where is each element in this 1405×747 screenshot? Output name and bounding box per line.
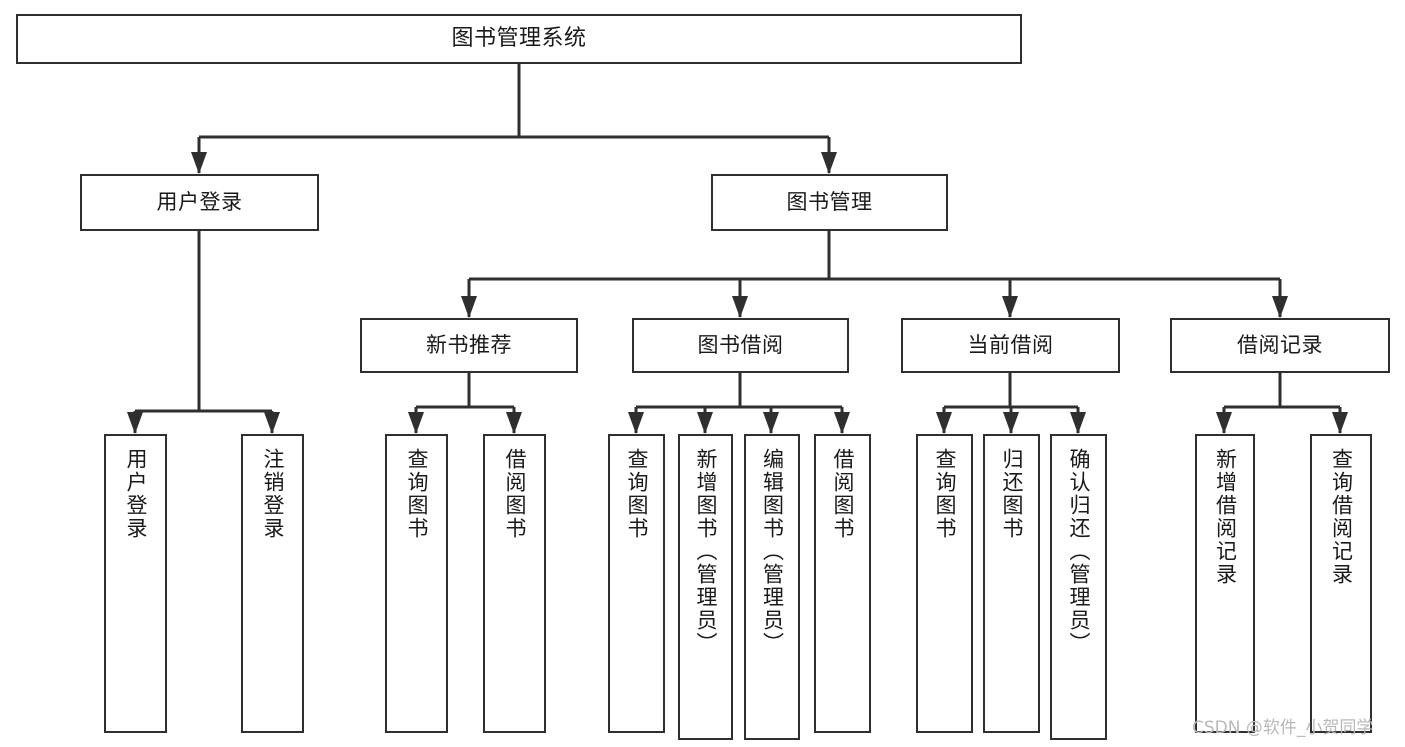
connector-user-login-arrowhead-1 (264, 412, 280, 434)
node-leaf-borrow-book-label: 借阅图书 (831, 448, 855, 540)
connector-book-manage-arrowhead-0 (461, 296, 477, 318)
node-leaf-borrow-book-recommend-label: 借阅图书 (503, 448, 527, 540)
connector-book-manage-arrowhead-1 (732, 296, 748, 318)
node-leaf-query-book-borrow-label: 查询图书 (625, 448, 649, 540)
node-leaf-query-book-current[interactable]: 查询图书 (916, 434, 973, 733)
node-leaf-logout[interactable]: 注销登录 (241, 434, 304, 733)
connector-current-borrow-arrowhead-2 (1070, 412, 1086, 434)
node-borrow-record[interactable]: 借阅记录 (1170, 318, 1390, 373)
node-current-borrow[interactable]: 当前借阅 (901, 318, 1120, 373)
node-leaf-logout-label: 注销登录 (261, 448, 285, 540)
node-leaf-query-borrow-record[interactable]: 查询借阅记录 (1310, 434, 1372, 733)
node-leaf-add-borrow-record[interactable]: 新增借阅记录 (1195, 434, 1255, 733)
node-leaf-add-borrow-record-label: 新增借阅记录 (1213, 448, 1238, 586)
node-leaf-query-book-current-label: 查询图书 (933, 448, 957, 540)
connector-new-book-recommend-arrowhead-1 (506, 412, 522, 434)
connector-borrow-record-arrowhead-0 (1216, 412, 1232, 434)
node-book-manage[interactable]: 图书管理 (711, 174, 948, 231)
connector-book-manage-arrowhead-3 (1272, 296, 1288, 318)
node-book-borrow-label: 图书借阅 (697, 332, 784, 357)
node-new-book-recommend[interactable]: 新书推荐 (360, 318, 578, 373)
connector-book-borrow-arrowhead-2 (763, 412, 779, 434)
node-leaf-edit-book-admin[interactable]: 编辑图书（管理员） (744, 434, 800, 740)
node-leaf-borrow-book[interactable]: 借阅图书 (814, 434, 871, 733)
connector-book-borrow-arrowhead-3 (834, 412, 850, 434)
node-leaf-add-book-admin[interactable]: 新增图书（管理员） (678, 434, 733, 740)
node-leaf-query-book-recommend[interactable]: 查询图书 (385, 434, 448, 733)
node-leaf-borrow-book-recommend[interactable]: 借阅图书 (483, 434, 546, 733)
node-new-book-recommend-label: 新书推荐 (426, 332, 512, 357)
connector-book-borrow-arrowhead-0 (628, 412, 644, 434)
node-current-borrow-label: 当前借阅 (967, 332, 1054, 357)
node-leaf-return-book[interactable]: 归还图书 (983, 434, 1040, 733)
node-leaf-confirm-return-admin[interactable]: 确认归还（管理员） (1050, 434, 1107, 740)
connector-user-login-arrowhead-0 (127, 412, 143, 434)
connector-new-book-recommend-arrowhead-0 (408, 412, 424, 434)
node-leaf-user-login[interactable]: 用户登录 (104, 434, 167, 733)
csdn-watermark: CSDN @软件_小贺同学 (1192, 718, 1374, 738)
connector-book-manage-arrowhead-2 (1002, 296, 1018, 318)
connector-root-arrowhead-0 (191, 152, 207, 174)
node-leaf-query-borrow-record-label: 查询借阅记录 (1329, 448, 1354, 586)
node-leaf-return-book-label: 归还图书 (1000, 448, 1024, 540)
connector-borrow-record-arrowhead-1 (1332, 412, 1348, 434)
node-leaf-edit-book-admin-label: 编辑图书（管理员） (760, 448, 785, 655)
connector-book-borrow-arrowhead-1 (697, 412, 713, 434)
connector-current-borrow-arrowhead-1 (1003, 412, 1019, 434)
node-leaf-confirm-return-admin-label: 确认归还（管理员） (1067, 448, 1091, 655)
node-root[interactable]: 图书管理系统 (16, 14, 1022, 64)
node-user-login-label: 用户登录 (156, 189, 243, 214)
node-book-borrow[interactable]: 图书借阅 (632, 318, 849, 373)
node-borrow-record-label: 借阅记录 (1237, 332, 1323, 357)
connector-root-arrowhead-1 (821, 152, 837, 174)
node-leaf-add-book-admin-label: 新增图书（管理员） (694, 448, 718, 655)
node-user-login[interactable]: 用户登录 (80, 174, 319, 231)
node-root-label: 图书管理系统 (451, 25, 587, 51)
node-leaf-query-book-borrow[interactable]: 查询图书 (608, 434, 665, 733)
node-leaf-user-login-label: 用户登录 (124, 448, 148, 540)
connector-current-borrow-arrowhead-0 (936, 412, 952, 434)
node-book-manage-label: 图书管理 (786, 189, 873, 214)
node-leaf-query-book-recommend-label: 查询图书 (405, 448, 429, 540)
